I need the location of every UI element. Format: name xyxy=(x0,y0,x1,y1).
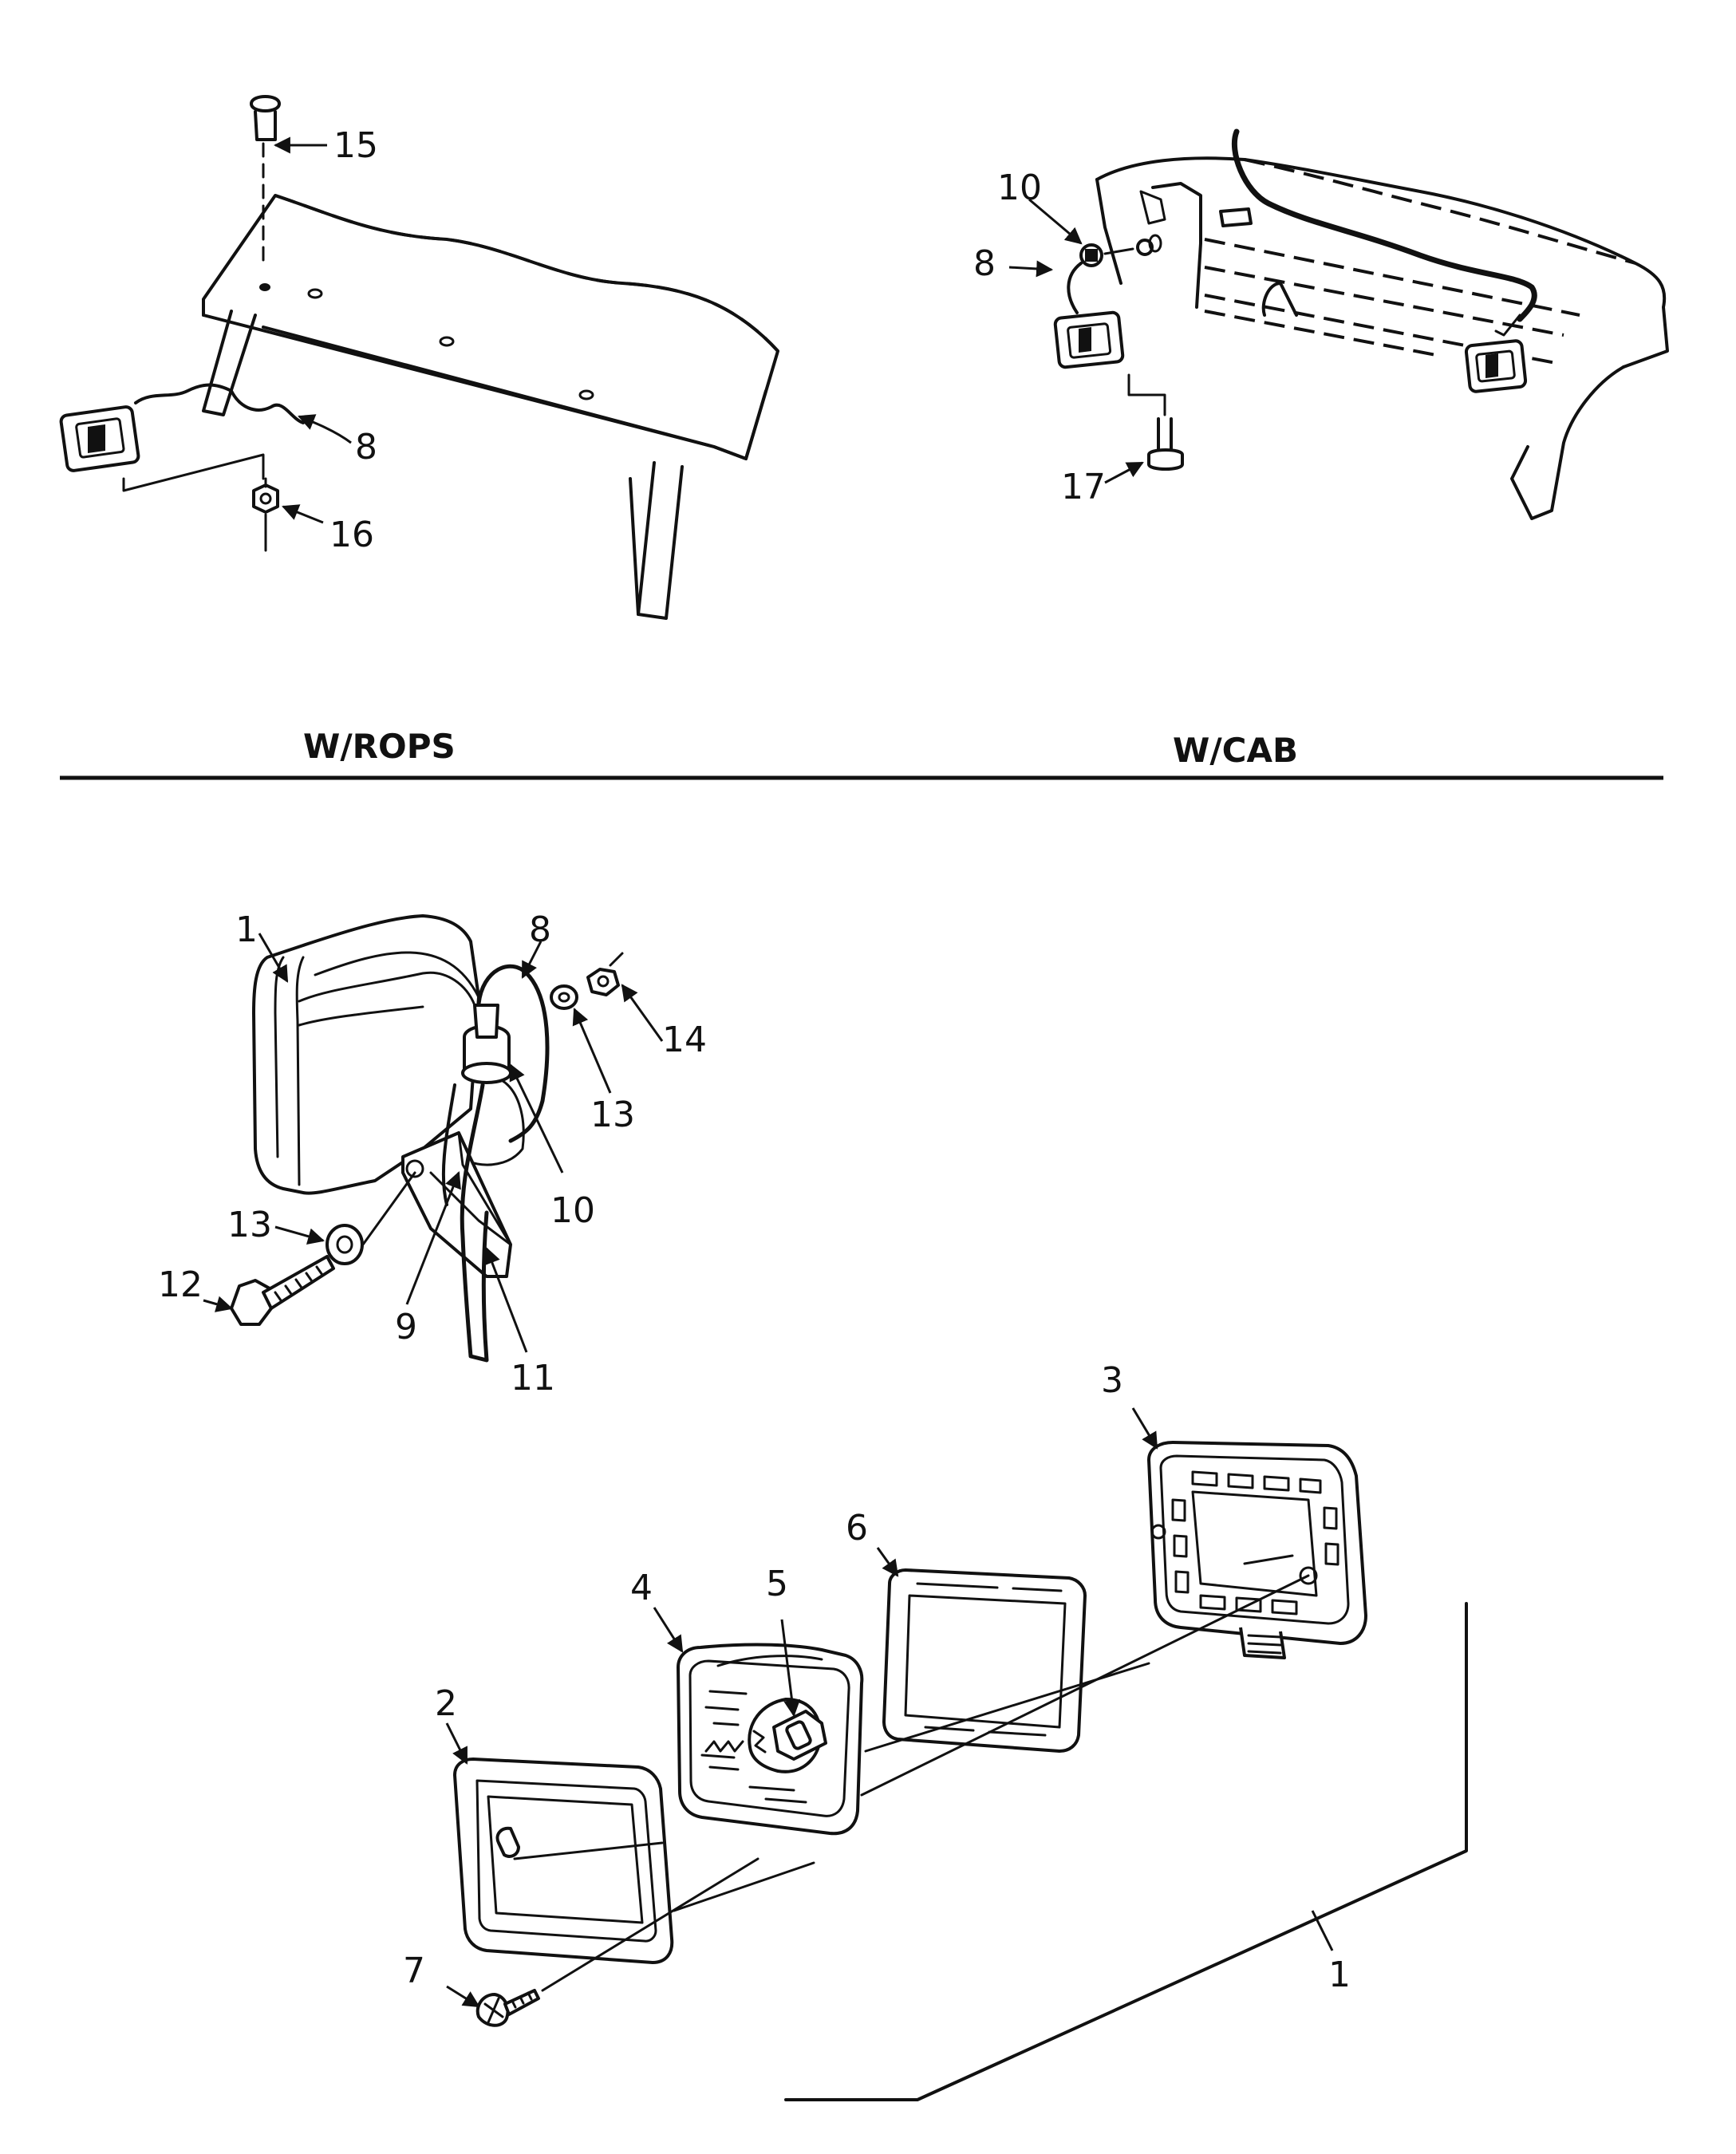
cab-work-light-right xyxy=(1464,339,1528,393)
washer-13-lower-part xyxy=(326,1171,416,1265)
rops-light-harness xyxy=(134,383,305,424)
leader-13-lower xyxy=(274,1225,326,1245)
cable-lead xyxy=(460,1083,489,1363)
mount-bracket xyxy=(401,1131,512,1278)
rops-work-light xyxy=(59,405,140,472)
rops-canopy-dashed-edge xyxy=(274,194,779,353)
leader-8-cab xyxy=(1008,260,1054,278)
cab-roof-dashed-edge xyxy=(1244,158,1636,265)
callout-1-bracket: 1 xyxy=(1328,1955,1351,1995)
label-w-cab: W/CAB xyxy=(1173,731,1298,770)
callout-8-rops: 8 xyxy=(355,427,377,467)
rops-front-post xyxy=(202,310,257,416)
assembly-axis-4 xyxy=(541,1857,760,1992)
callout-11: 11 xyxy=(511,1358,555,1399)
screw-part-7 xyxy=(475,1989,540,2027)
rops-view xyxy=(59,95,779,620)
bolt-15-part xyxy=(250,95,281,265)
callout-16: 16 xyxy=(329,515,374,555)
cable-loop xyxy=(476,964,550,1143)
light-housing xyxy=(252,914,480,1195)
callout-13-lower: 13 xyxy=(227,1205,272,1245)
callout-8-cab: 8 xyxy=(973,243,996,284)
leader-3 xyxy=(1131,1407,1158,1450)
leader-17 xyxy=(1104,461,1144,484)
assembly-bracket-1 xyxy=(784,1602,1468,2101)
callout-12: 12 xyxy=(158,1264,203,1305)
callout-1: 1 xyxy=(235,909,258,950)
callout-15: 15 xyxy=(333,125,378,166)
leader-6 xyxy=(876,1547,899,1577)
lamp-exploded-assembly xyxy=(445,1407,1468,2101)
light-mount-detail xyxy=(203,914,664,1363)
callout-14: 14 xyxy=(662,1020,707,1060)
reflector-part-4 xyxy=(677,1643,864,1836)
leader-12 xyxy=(203,1296,234,1312)
label-w-rops: W/ROPS xyxy=(303,727,456,766)
leader-10-cab xyxy=(1028,198,1083,245)
leader-1 xyxy=(258,933,289,983)
callout-10: 10 xyxy=(550,1190,595,1231)
cab-view xyxy=(1008,128,1669,520)
bezel-part-2 xyxy=(453,1758,674,1964)
leader-10 xyxy=(509,1063,564,1174)
leader-5 xyxy=(780,1619,801,1718)
bolt-12-part xyxy=(230,1255,335,1326)
bolt-17-part xyxy=(1127,373,1184,471)
leader-11 xyxy=(483,1247,528,1353)
leader-2 xyxy=(445,1722,468,1765)
gasket-part-6 xyxy=(882,1568,1087,1753)
leader-9 xyxy=(405,1171,461,1305)
assembly-axis-2 xyxy=(860,1574,1310,1797)
leader-7 xyxy=(446,1985,480,2008)
nut-14-part xyxy=(586,952,624,996)
housing-frame-part-3 xyxy=(1147,1441,1367,1659)
cab-work-light-left xyxy=(1053,310,1125,369)
cab-roof-outline xyxy=(1095,156,1669,369)
bulb-part-5 xyxy=(772,1710,827,1761)
cab-harness xyxy=(1231,128,1537,322)
callout-10-cab: 10 xyxy=(997,168,1042,208)
leader-8-rops xyxy=(298,414,352,444)
leader-1-bracket xyxy=(1311,1910,1334,1951)
leader-4 xyxy=(653,1607,684,1653)
callout-17: 17 xyxy=(1061,467,1106,507)
callout-7: 7 xyxy=(403,1951,425,1991)
callout-4: 4 xyxy=(630,1568,653,1608)
callout-3: 3 xyxy=(1101,1360,1123,1401)
callout-8: 8 xyxy=(529,909,551,950)
callout-9: 9 xyxy=(395,1307,417,1347)
leader-14 xyxy=(621,984,664,1042)
callout-6: 6 xyxy=(846,1508,868,1548)
leader-13-upper xyxy=(572,1008,612,1094)
callout-2: 2 xyxy=(435,1683,457,1724)
callout-13-upper: 13 xyxy=(590,1095,635,1135)
rops-canopy xyxy=(202,194,779,460)
assembly-axis-3 xyxy=(673,1861,815,1912)
callout-5: 5 xyxy=(766,1564,788,1604)
nut-16-part xyxy=(252,477,279,552)
leader-8 xyxy=(521,941,542,979)
leader-16 xyxy=(282,504,324,524)
washer-13-upper-part xyxy=(550,984,578,1010)
rops-mount-hole xyxy=(259,283,270,291)
